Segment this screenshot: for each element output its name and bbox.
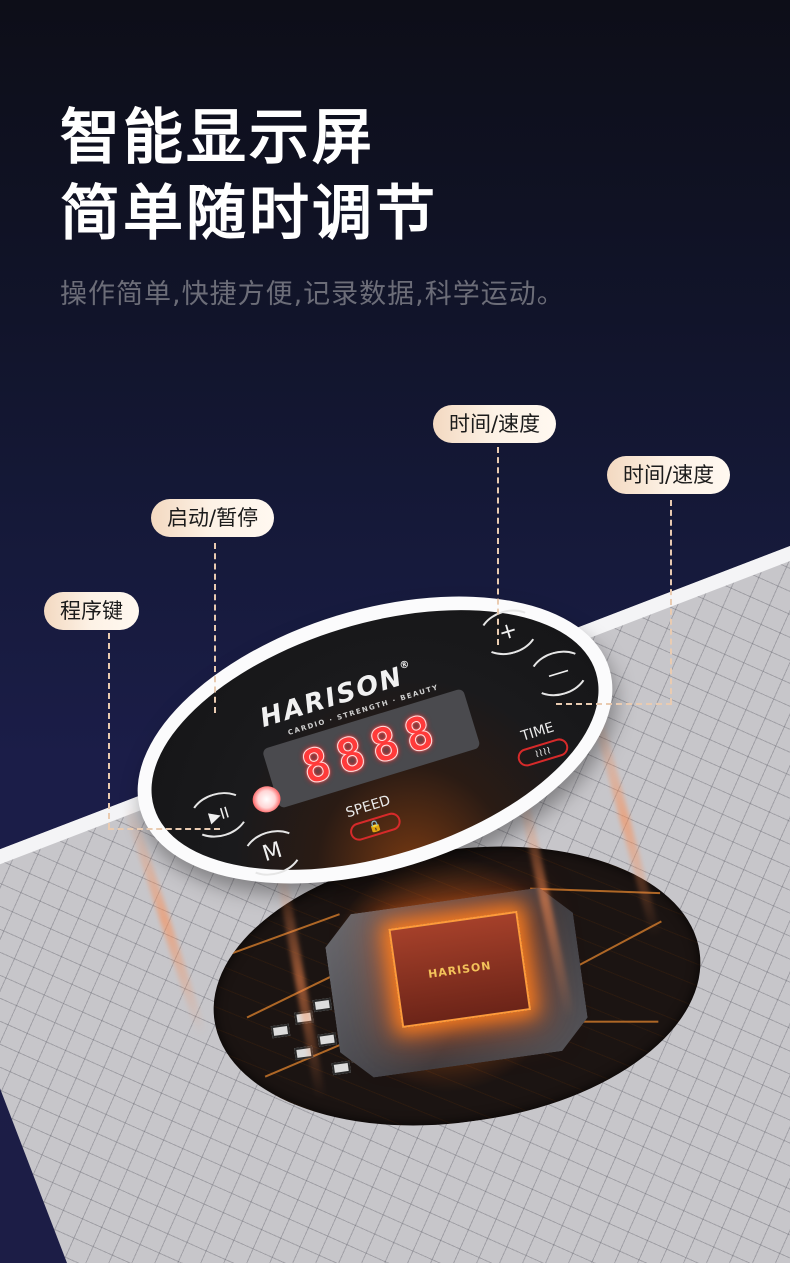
callout-play-pause: 启动/暂停 [151,499,275,537]
play-pause-button[interactable]: ▶II [183,785,255,845]
smd-component [331,1060,352,1076]
minus-button[interactable]: — [523,643,594,704]
processor-chip: HARISON [388,910,532,1029]
plus-button[interactable]: + [473,602,544,663]
headline-line-2: 简单随时调节 [60,179,438,249]
callout-minus: 时间/速度 [607,456,731,494]
callout-plus: 时间/速度 [433,405,557,443]
smd-component [312,997,333,1013]
callout-mode: 程序键 [44,592,139,630]
registered-mark: ® [398,658,414,673]
chip-brand: HARISON [427,958,493,981]
time-wave-icon: ≀≀≀≀ [533,743,553,761]
mode-icon: M [259,837,286,868]
subtitle: 操作简单,快捷方便,记录数据,科学运动。 [60,279,565,310]
leader-line-minus-horizontal [556,703,672,705]
headline-line-1: 智能显示屏 [60,103,375,173]
lock-icon: 🔒 [366,817,384,835]
leader-line-play-pause [214,543,216,713]
smd-component [317,1032,337,1047]
leader-line-mode-vertical [108,633,110,829]
leader-line-mode-horizontal [108,828,220,830]
leader-line-plus [497,447,499,645]
mode-button[interactable]: M [237,823,308,883]
leader-line-minus-vertical [670,500,672,704]
play-pause-icon: ▶II [206,803,232,827]
headline: 智能显示屏 简单随时调节 [60,100,438,252]
plus-icon: + [495,617,521,647]
minus-icon: — [544,657,573,689]
smd-component [270,1023,291,1039]
